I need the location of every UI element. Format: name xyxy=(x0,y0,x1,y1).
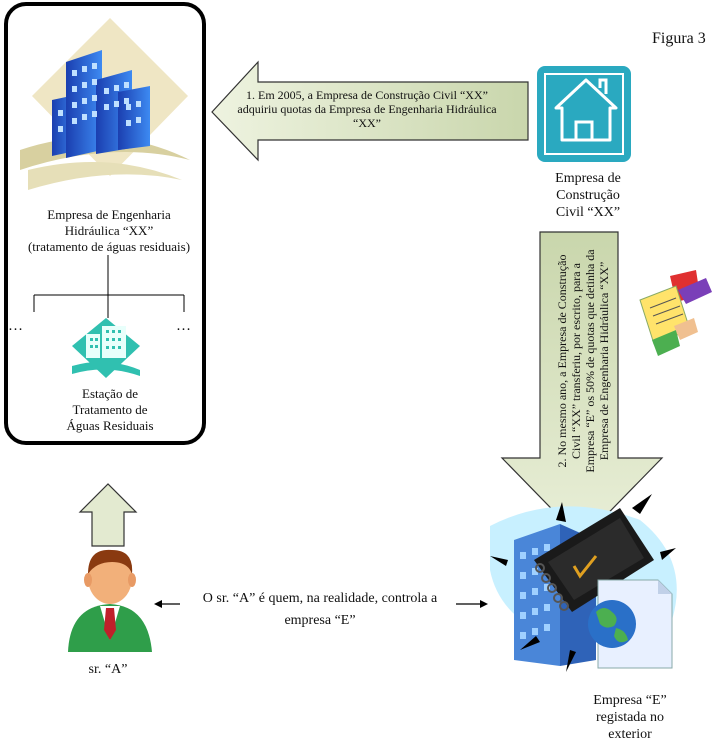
control-line2: empresa “E” xyxy=(284,613,356,628)
contract-handshake-icon xyxy=(639,270,712,356)
arrow1-line1: 1. Em 2005, a Empresa de Construção Civi… xyxy=(246,88,488,102)
station-line2: Tratamento de xyxy=(72,402,148,417)
engineering-company-box xyxy=(4,2,206,445)
arrow2-line1: 2. No mesmo ano, a Empresa de Construção xyxy=(555,254,569,468)
org-chart-connector xyxy=(33,255,185,318)
arrow2-line4: Empresa de Engenharia Hidráulica “XX” xyxy=(597,261,611,461)
treatment-plant-icon xyxy=(72,318,140,378)
company-e-line1: Empresa “E” xyxy=(593,693,667,708)
arrow-transfer xyxy=(500,231,664,541)
control-relation-arrow xyxy=(154,600,488,608)
company-e-line2: registada no xyxy=(595,710,665,725)
arrow-acquisition xyxy=(211,60,529,162)
station-line3: Águas Residuais xyxy=(66,418,154,433)
arrow-transfer-text-area: 2. No mesmo ano, a Empresa de Construção… xyxy=(548,232,618,490)
engineering-company-line3: (tratamento de águas residuais) xyxy=(27,239,191,254)
station-label: Estação de Tratamento de Águas Residuais xyxy=(50,386,170,434)
station-line1: Estação de xyxy=(82,386,138,401)
control-line1: O sr. “A” é quem, na realidade, controla… xyxy=(202,591,438,606)
offshore-company-icon xyxy=(490,494,677,672)
construction-company-line3: Civil “XX” xyxy=(555,205,621,220)
construction-company-line1: Empresa de xyxy=(555,171,621,186)
engineering-company-line2: Hidráulica “XX” xyxy=(64,223,154,238)
company-e-line3: exterior xyxy=(608,727,652,742)
control-relation-label: O sr. “A” é quem, na realidade, controla… xyxy=(180,588,460,632)
arrow-acquisition-text: 1. Em 2005, a Empresa de Construção Civi… xyxy=(222,88,512,130)
arrow-transfer-text: 2. No mesmo ano, a Empresa de Construção… xyxy=(555,236,611,486)
construction-company-label: Empresa de Construção Civil “XX” xyxy=(528,170,648,221)
person-label: sr. “A” xyxy=(88,662,128,677)
ellipsis-right: … xyxy=(176,318,191,334)
figure-label: Figura 3 xyxy=(652,30,706,47)
engineering-company-line1: Empresa de Engenharia xyxy=(47,207,171,222)
office-buildings-icon xyxy=(20,18,190,190)
ellipsis-left: … xyxy=(8,318,23,334)
engineering-company-label: Empresa de Engenharia Hidráulica “XX” (t… xyxy=(14,207,204,255)
arrow2-line3: Empresa “E” os 50% de quotas que detinha… xyxy=(583,249,597,473)
company-e-label: Empresa “E” registada no exterior xyxy=(575,692,685,743)
businessman-icon xyxy=(68,549,152,652)
house-icon xyxy=(537,66,631,162)
construction-company-line2: Construção xyxy=(556,188,620,203)
arrow1-line2: adquiriu quotas da Empresa de Engenharia… xyxy=(237,102,497,116)
arrow1-line3: “XX” xyxy=(353,116,381,130)
arrow2-line2: Civil “XX” transferiu, por escrito, para… xyxy=(569,263,583,459)
arrow-up-to-company xyxy=(78,483,138,547)
